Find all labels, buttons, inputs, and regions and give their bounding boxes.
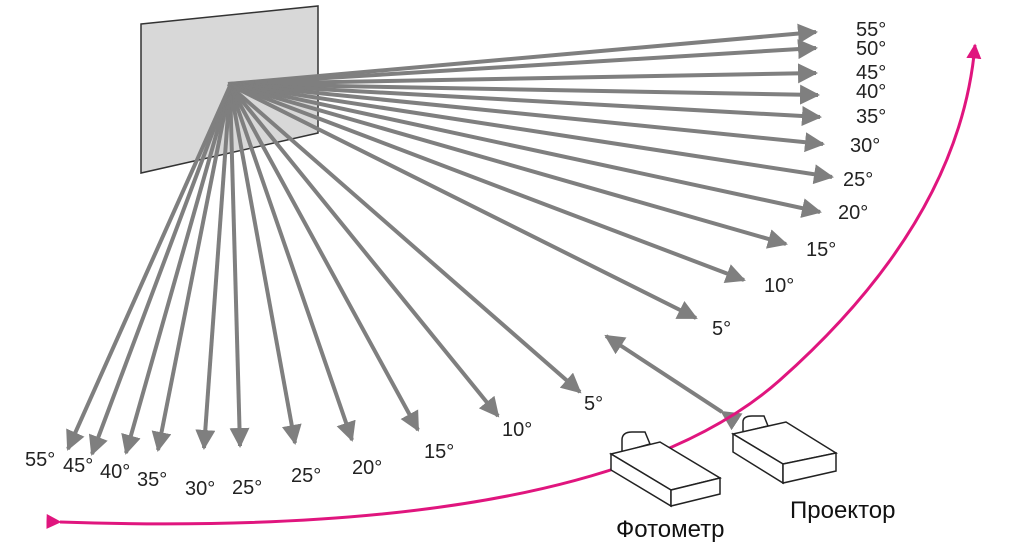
right-angle-label: 15° <box>806 239 836 261</box>
right-angle-label: 50° <box>856 38 886 60</box>
right-angle-label: 25° <box>843 169 873 191</box>
photometer-label: Фотометр <box>616 516 725 543</box>
projector-label: Проектор <box>790 497 895 524</box>
lower-angle-label: 35° <box>137 469 167 491</box>
rotation-arc <box>46 43 982 530</box>
lower-angle-label: 10° <box>502 419 532 441</box>
lower-angle-label: 25° <box>232 477 262 499</box>
lower-angle-label: 45° <box>63 455 93 477</box>
lower-angle-label: 20° <box>352 457 382 479</box>
right-angle-label: 20° <box>838 202 868 224</box>
right-reflected-rays: 55°50°45°40°35°30°25°20°15°10°5° <box>227 19 886 340</box>
lower-ray <box>228 85 420 432</box>
projector-device <box>731 415 838 485</box>
right-angle-label: 40° <box>856 81 886 103</box>
right-angle-label: 10° <box>764 275 794 297</box>
lower-angle-label: 55° <box>25 449 55 471</box>
lower-angle-label: 5° <box>584 393 603 415</box>
right-angle-label: 30° <box>850 135 880 157</box>
right-ray <box>227 82 788 249</box>
incident-beam <box>604 334 743 431</box>
lower-angle-label: 40° <box>100 461 130 483</box>
right-angle-label: 55° <box>856 19 886 41</box>
right-angle-label: 35° <box>856 106 886 128</box>
lower-angle-label: 15° <box>424 441 454 463</box>
lower-angle-label: 25° <box>291 465 321 487</box>
lower-angle-label: 30° <box>185 478 215 500</box>
photometer-device <box>609 431 722 508</box>
right-angle-label: 5° <box>712 318 731 340</box>
